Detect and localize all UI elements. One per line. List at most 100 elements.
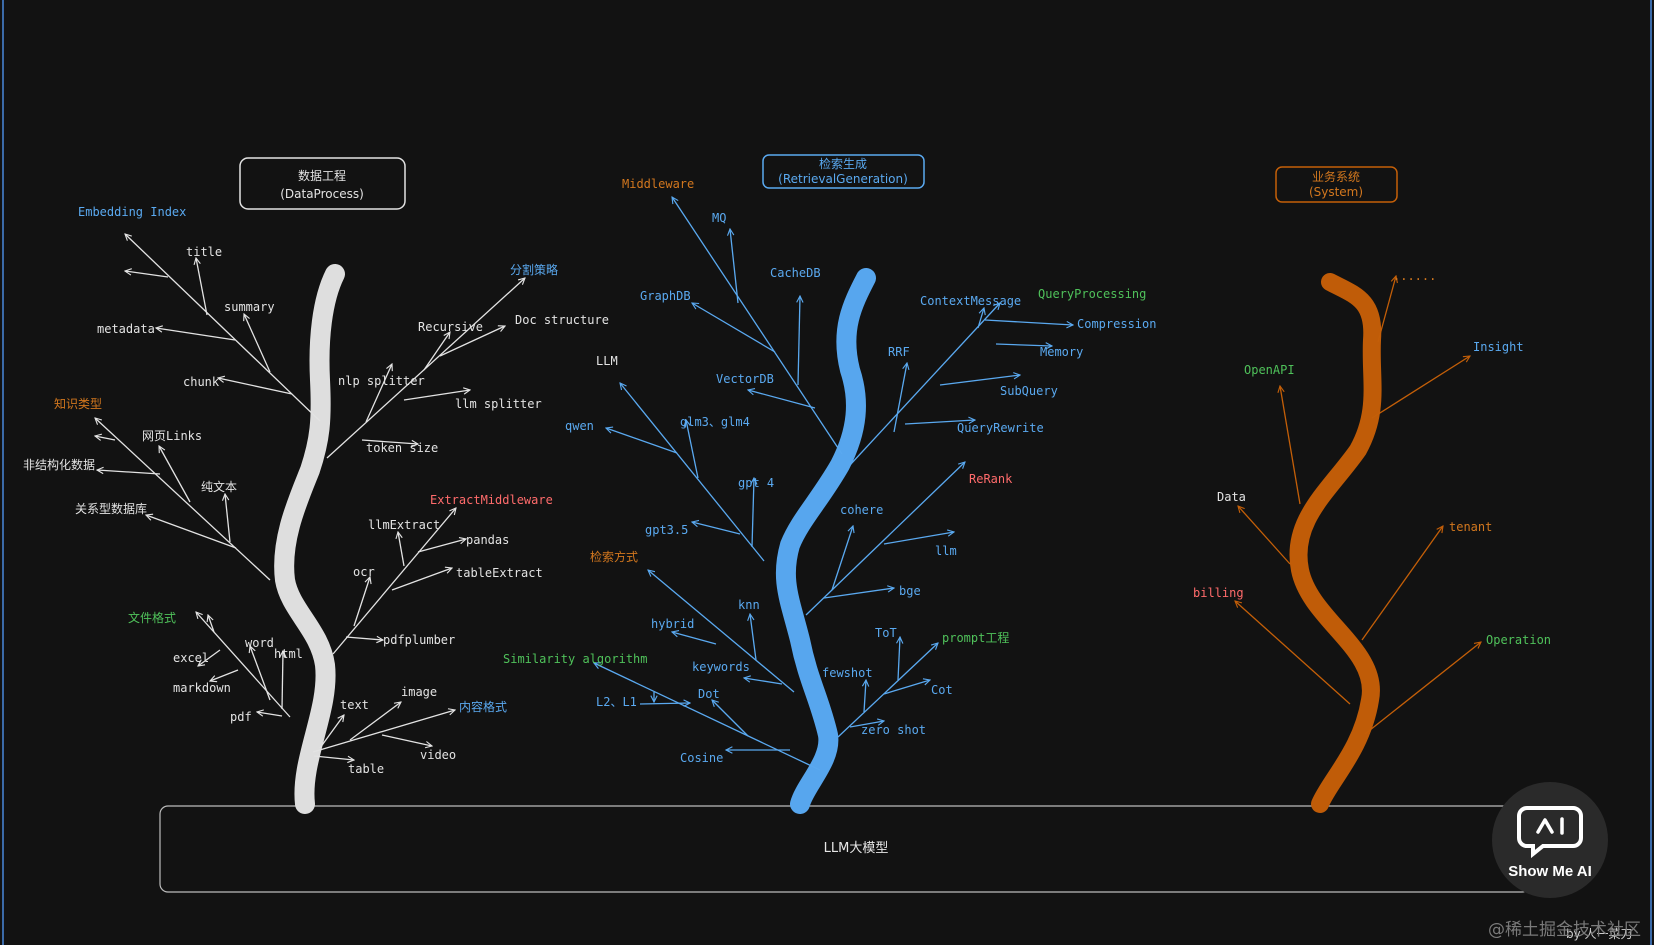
chat-bubble-logo-icon [1517,806,1583,859]
retrieval-generation-title: 检索生成 [819,156,867,171]
data-trunk [274,264,345,814]
watermark: @稀土掘金技术社区 [1488,920,1641,940]
label-operation: Operation [1486,633,1551,647]
label-zero-shot: zero shot [861,723,926,737]
label-mq: MQ [712,211,726,225]
label-prompt-engineering: prompt工程 [942,630,1009,645]
label-unstructured-data: 非结构化数据 [23,457,95,472]
data-process-header: 数据工程 (DataProcess) [239,157,406,210]
retrieval-generation-box [762,154,925,189]
label-split-strategy: 分割策略 [510,262,558,277]
label-summary: summary [224,300,275,314]
label-doc-structure: Doc structure [515,313,609,327]
system-branches [1235,276,1481,735]
system-header: 业务系统 (System) [1275,166,1398,203]
label-cohere: cohere [840,503,883,517]
system-subtitle: (System) [1309,185,1363,199]
label-llm-extract: llmExtract [368,518,440,532]
label-context-message: ContextMessage [920,294,1021,308]
label-tenant: tenant [1449,520,1492,534]
label-excel: excel [173,651,209,665]
label-query-processing: QueryProcessing [1038,287,1146,301]
label-cosine: Cosine [680,751,723,765]
show-me-ai-logo: Show Me AI [1492,782,1608,898]
label-middleware: Middleware [622,177,694,191]
logo-badge [1492,782,1608,898]
system-trunk [1289,273,1382,813]
retrieval-generation-header: 检索生成 (RetrievalGeneration) [762,154,925,189]
label-table: table [348,762,384,776]
label-fewshot: fewshot [822,666,873,680]
label-nlp-splitter: nlp splitter [338,374,425,388]
label-knowledge-type: 知识类型 [54,397,102,411]
data-process-subtitle: (DataProcess) [280,187,364,201]
label-llm-lower: llm [935,544,957,558]
retrieval-branches [594,197,1073,771]
data-process-box [239,157,406,210]
retrieval-generation-subtitle: (RetrievalGeneration) [778,172,908,186]
label-knn: knn [738,598,760,612]
label-glm: glm3、glm4 [680,415,750,429]
label-relational-db: 关系型数据库 [75,501,147,516]
label-dot: Dot [698,687,720,701]
label-similarity-algorithm: Similarity algorithm [503,652,648,666]
label-insight: Insight [1473,340,1524,354]
label-memory: Memory [1040,345,1083,359]
label-gpt4: gpt 4 [738,476,774,490]
system-title: 业务系统 [1312,169,1360,184]
label-pdf: pdf [230,710,252,724]
label-llm-splitter: llm splitter [455,397,542,411]
label-query-rewrite: QueryRewrite [957,421,1044,435]
label-vectordb: VectorDB [716,372,774,386]
system-labels: ...... OpenAPI Insight Data tenant billi… [1193,269,1551,647]
label-data: Data [1217,490,1246,504]
label-chunk: chunk [183,375,220,389]
label-gpt35: gpt3.5 [645,523,688,537]
label-l2-l1: L2、L1 [596,695,637,709]
label-markdown: markdown [173,681,231,695]
retrieval-trunk [775,268,876,814]
label-rerank: ReRank [969,472,1013,486]
label-text: text [340,698,369,712]
system-box [1275,166,1398,203]
label-ellipsis: ...... [1393,269,1436,283]
label-ocr: ocr [353,565,375,579]
label-embedding-index: Embedding Index [78,205,186,219]
label-qwen: qwen [565,419,594,433]
label-pdfplumber: pdfplumber [383,633,455,647]
label-cot: Cot [931,683,953,697]
retrieval-labels: Middleware MQ CacheDB GraphDB VectorDB L… [503,177,1156,765]
label-compression: Compression [1077,317,1156,331]
label-hybrid: hybrid [651,617,694,631]
label-html: html [274,647,303,661]
label-token-size: token size [366,441,438,455]
label-billing: billing [1193,586,1244,600]
label-subquery: SubQuery [1000,384,1058,398]
label-retrieval-method: 检索方式 [590,549,638,564]
label-word: word [245,636,274,650]
data-branches [95,234,525,760]
label-plain-text: 纯文本 [201,479,237,494]
label-file-format: 文件格式 [128,610,176,625]
label-pandas: pandas [466,533,509,547]
label-openapi: OpenAPI [1244,363,1295,377]
llm-base-title: LLM大模型 [824,841,889,856]
data-process-title: 数据工程 [298,168,346,183]
label-extract-middleware: ExtractMiddleware [430,493,553,507]
label-content-format: 内容格式 [459,699,507,714]
label-table-extract: tableExtract [456,566,543,580]
label-metadata: metadata [97,322,155,336]
label-rrf: RRF [888,345,910,359]
label-tot: ToT [875,626,897,640]
label-recursive: Recursive [418,320,483,334]
label-graphdb: GraphDB [640,289,691,303]
label-video: video [420,748,456,762]
author-credit: by 人一菜刀 [1566,927,1633,941]
label-llm-upper: LLM [596,354,618,368]
label-keywords: keywords [692,660,750,674]
label-bge: bge [899,584,921,598]
logo-text: Show Me AI [1508,863,1592,880]
data-labels: Embedding Index title summary metadata c… [23,205,609,776]
